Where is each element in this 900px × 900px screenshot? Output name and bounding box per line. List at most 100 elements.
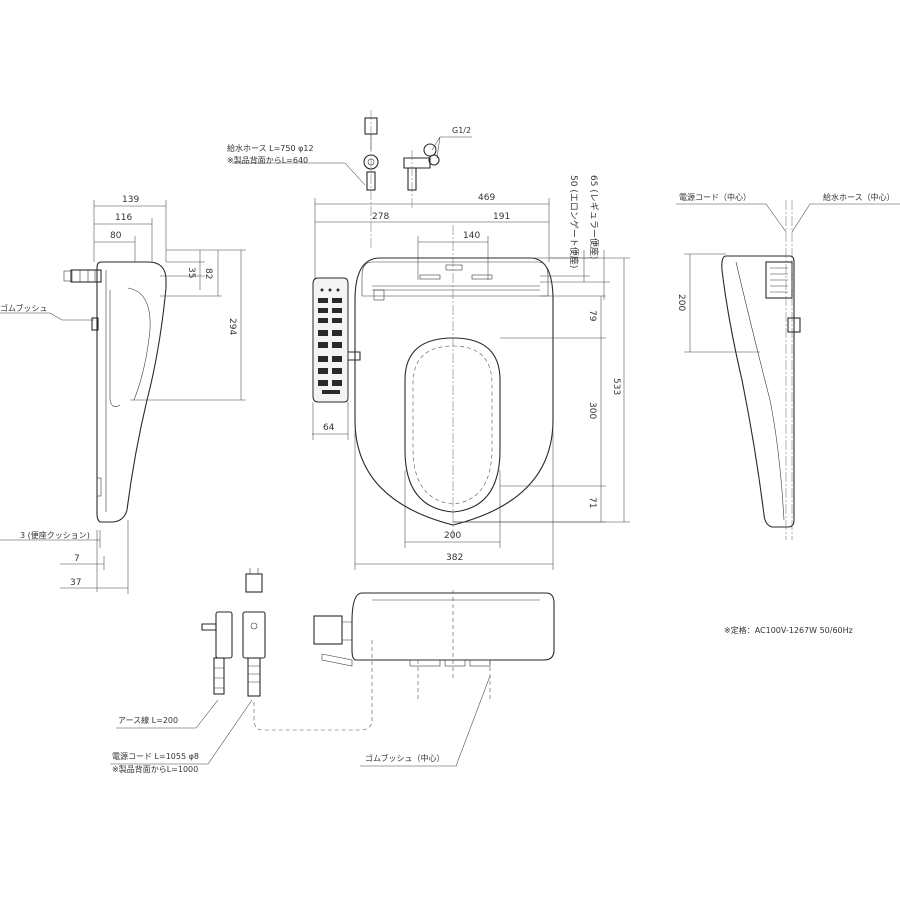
dim-37: 37 — [70, 578, 81, 588]
dim-200-line — [404, 470, 501, 548]
g12-fitting-body — [403, 157, 431, 169]
earth-plug-body — [215, 611, 233, 659]
plan-view: 469 278 191 140 50 (エロンゲート便座) 65 (レギュラー便… — [312, 175, 630, 570]
dim-50-line — [530, 250, 590, 282]
supply-hose-center-label: 給水ホース（中心） — [823, 192, 895, 202]
dim-116-line — [94, 218, 153, 262]
dim-533: 533 — [611, 378, 621, 395]
plug-ring — [250, 622, 258, 630]
dim-139-line — [93, 200, 167, 262]
plug-detail: アース線 L=200 電源コード L=1055 φ8 ※製品背面からL=1000 — [110, 568, 266, 774]
dim-139: 139 — [122, 195, 139, 205]
dim-116: 116 — [115, 213, 132, 223]
dim-50-elongate: 50 (エロンゲート便座) — [568, 175, 580, 268]
plan-seat-opening — [404, 337, 501, 513]
plan-rear-housing-line — [372, 285, 540, 291]
plan-hinge-left — [373, 289, 385, 301]
right-side-rubber-bush — [787, 317, 801, 333]
earth-cable — [213, 657, 225, 695]
dim-294: 294 — [227, 318, 237, 335]
left-side-fitting-ridges — [79, 270, 96, 282]
dim-64: 64 — [323, 423, 335, 433]
dim-80-line — [94, 236, 136, 262]
plan-nozzle-slot-2 — [471, 274, 493, 280]
plug-cable — [247, 657, 261, 697]
left-side-fitting — [70, 269, 102, 283]
dim-7: 7 — [74, 554, 80, 564]
plug-prongs-top — [249, 568, 259, 574]
front-view: ゴムブッシュ（中心） — [253, 590, 555, 767]
dim-200-side: 200 — [676, 294, 686, 311]
front-control-panel — [313, 615, 343, 645]
plug-top — [245, 573, 263, 593]
dim-469-line — [314, 198, 550, 280]
plan-bowl-hidden — [412, 345, 493, 505]
dim-82-line — [160, 250, 222, 297]
dim-469: 469 — [478, 193, 495, 203]
earth-cable-ridges — [214, 667, 224, 689]
plan-seat-outline — [354, 257, 554, 526]
supply-hose-note: ※製品背面からL=640 — [227, 155, 308, 165]
supply-hose-center-leader — [791, 203, 900, 233]
dim-382: 382 — [446, 553, 463, 563]
power-cord-leader — [110, 699, 253, 765]
left-side-rubber-bush — [91, 317, 99, 331]
dim-294-line — [130, 249, 246, 401]
dim-533-line — [453, 257, 630, 523]
left-side-seat-line — [127, 287, 151, 401]
plan-panel-connector — [348, 351, 361, 361]
plug-cable-ridges — [248, 665, 260, 683]
dim-65-regular: 65 (レギュラー便座) — [588, 175, 600, 259]
power-cord-note: ※製品背面からL=1000 — [112, 764, 198, 774]
dim-300: 300 — [587, 402, 597, 419]
front-hidden-lines — [417, 590, 491, 700]
dim-140: 140 — [463, 231, 480, 241]
front-base-1 — [409, 659, 441, 667]
front-panel-bracket — [342, 621, 352, 641]
left-side-bottom-pad — [96, 477, 102, 497]
rubber-bush-center-leader — [360, 675, 491, 767]
power-cord-label: 電源コード L=1055 φ8 — [112, 752, 199, 761]
right-side-body-outline — [721, 255, 795, 528]
dim-3-cushion: 3 (便座クッション) — [20, 530, 90, 540]
earth-wire-label: アース線 L=200 — [118, 715, 178, 725]
dim-79-line — [500, 295, 606, 339]
dim-382-line — [354, 430, 554, 570]
dim-79: 79 — [587, 310, 597, 322]
dim-37-line — [60, 520, 129, 594]
dim-71: 71 — [587, 497, 597, 508]
power-cord-center-leader — [676, 203, 787, 233]
g12-fitting-ring-2 — [428, 154, 440, 166]
g12-fitting-ring — [423, 143, 437, 157]
dim-64-line — [312, 402, 349, 440]
front-bottom-foot — [321, 653, 353, 667]
dim-35: 35 — [186, 267, 196, 278]
left-side-lid-line — [109, 290, 121, 407]
supply-fitting-detail: 給水ホース L=750 φ12 ※製品背面からL=640 G1/2 — [227, 110, 472, 250]
plug-body — [242, 611, 266, 659]
plan-rear-housing — [361, 261, 549, 297]
rubber-bush-center-label: ゴムブッシュ（中心） — [365, 753, 445, 763]
dim-65-line — [540, 250, 610, 300]
supply-hose-leader — [232, 162, 366, 186]
supply-hose-label: 給水ホース L=750 φ12 — [227, 143, 314, 153]
dim-35-line — [160, 250, 205, 290]
dim-200: 200 — [444, 531, 461, 541]
dim-80: 80 — [110, 231, 122, 241]
g12-label: G1/2 — [452, 126, 471, 135]
dim-71-line — [453, 486, 606, 523]
right-side-connector-ridges — [770, 267, 788, 293]
left-side-view: 139 116 80 35 82 294 ゴムブッシュ 3 (便座クッション) … — [0, 195, 246, 594]
plan-panel-buttons — [318, 288, 342, 394]
left-rubber-bush-label: ゴムブッシュ — [0, 303, 48, 313]
dim-278: 278 — [372, 212, 389, 222]
dim-82: 82 — [203, 268, 213, 279]
right-side-inner-line — [735, 261, 785, 521]
earth-wire-leader — [116, 699, 219, 729]
left-rubber-bush-leader — [0, 312, 94, 321]
left-side-fitting-nut — [63, 270, 73, 282]
g12-leader — [431, 136, 472, 159]
right-side-view: 電源コード（中心） 給水ホース（中心） 200 — [676, 192, 900, 540]
front-base-2 — [444, 659, 466, 667]
